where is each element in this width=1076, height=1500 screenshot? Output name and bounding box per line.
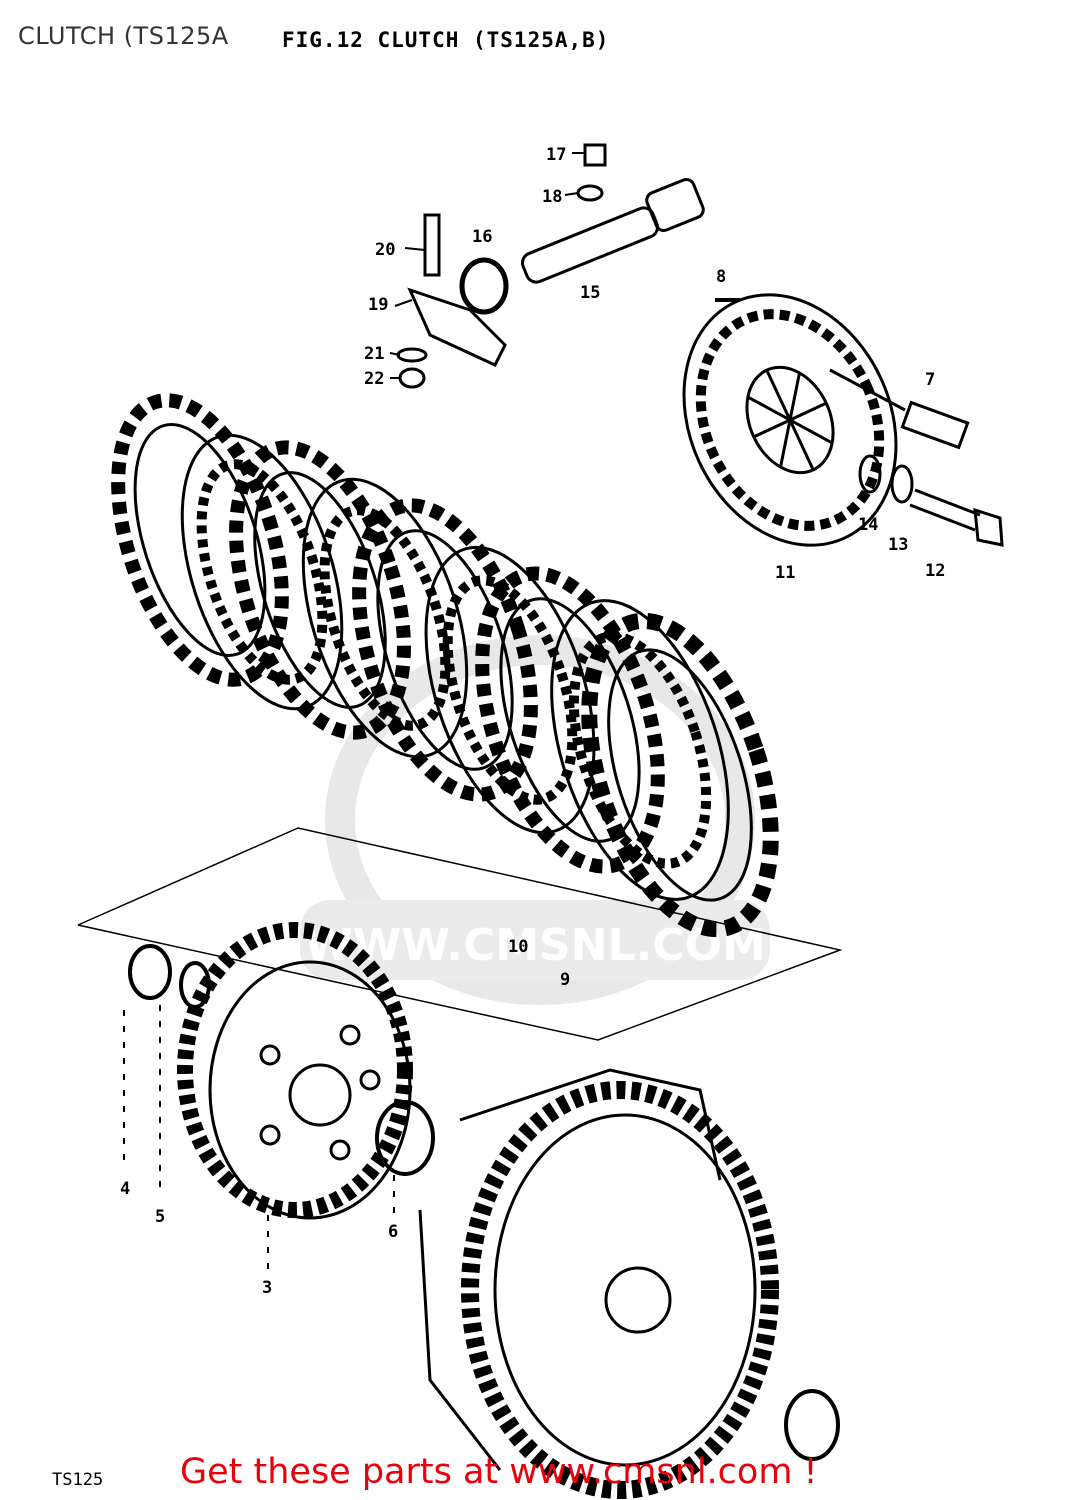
figure-code: TS125 xyxy=(52,1470,104,1490)
clutch-housing xyxy=(418,1068,779,1499)
label-22: 22 xyxy=(364,369,384,389)
label-16: 16 xyxy=(472,227,492,247)
label-21: 21 xyxy=(364,344,384,364)
label-12: 12 xyxy=(925,561,945,581)
leader-lines xyxy=(123,152,585,1270)
label-3: 3 xyxy=(262,1278,272,1298)
oil-seal xyxy=(459,257,509,315)
label-13: 13 xyxy=(888,535,908,555)
label-14: 14 xyxy=(858,515,878,535)
release-shaft xyxy=(520,178,705,284)
washer-6 xyxy=(375,1100,435,1176)
label-10: 10 xyxy=(508,937,528,957)
circlip xyxy=(784,1389,840,1461)
group-bracket xyxy=(77,827,843,1041)
label-8: 8 xyxy=(716,267,726,287)
label-18: 18 xyxy=(542,187,562,207)
label-11: 11 xyxy=(775,563,795,583)
label-9: 9 xyxy=(560,970,570,990)
clutch-spring xyxy=(829,368,970,450)
pressure-plate xyxy=(682,293,898,547)
primary-driven-gear xyxy=(177,922,413,1220)
label-6: 6 xyxy=(388,1222,398,1242)
label-4: 4 xyxy=(120,1179,130,1199)
label-15: 15 xyxy=(580,283,600,303)
breadcrumb: CLUTCH (TS125A xyxy=(18,22,229,50)
label-5: 5 xyxy=(155,1207,165,1227)
label-19: 19 xyxy=(368,295,388,315)
figure-title: FIG.12 CLUTCH (TS125A,B) xyxy=(282,28,610,52)
label-20: 20 xyxy=(375,240,395,260)
clutch-bolt-set xyxy=(858,454,1004,547)
label-17: 17 xyxy=(546,145,566,165)
clutch-plate-stack xyxy=(111,393,779,938)
thrust-washers xyxy=(128,944,211,1009)
parts-link[interactable]: Get these parts at www.cmsnl.com ! xyxy=(180,1452,818,1492)
label-7: 7 xyxy=(925,370,935,390)
